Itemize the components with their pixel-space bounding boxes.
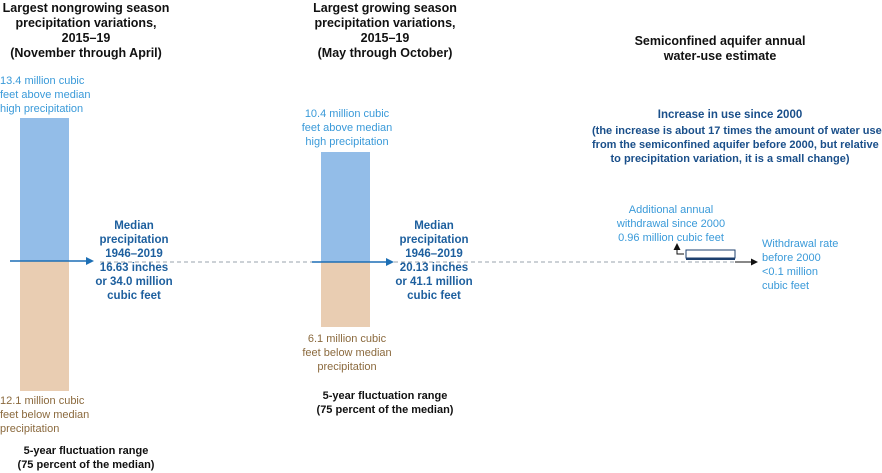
nongrowing-title-line: 2015–19 bbox=[61, 31, 111, 45]
before-2000-label-line: <0.1 million bbox=[762, 266, 818, 278]
growing-above-bar bbox=[321, 152, 370, 262]
increase-body-line: (the increase is about 17 times the amou… bbox=[592, 125, 882, 137]
nongrowing-range-label-line: 5-year fluctuation range bbox=[23, 445, 149, 457]
additional-leader-arrow bbox=[673, 243, 684, 255]
nongrowing-above-label: 13.4 million cubic feet above median high … bbox=[0, 74, 120, 116]
nongrowing-title-line: precipitation variations, bbox=[15, 16, 157, 30]
growing-median-label: Median precipitation 1946–2019 20.13 inches… bbox=[388, 219, 480, 303]
nongrowing-below-label-line: 12.1 million cubic bbox=[0, 395, 85, 407]
growing-below-label-line: feet below median bbox=[302, 347, 392, 359]
nongrowing-below-label: 12.1 million cubic feet below median preci… bbox=[0, 394, 110, 436]
additional-withdrawal-label-line: 0.96 million cubic feet bbox=[618, 232, 724, 244]
growing-range-label-line: 5-year fluctuation range bbox=[322, 390, 448, 402]
nongrowing-median-label-line: 1946–2019 bbox=[105, 248, 163, 260]
nongrowing-median-label-line: Median bbox=[114, 220, 154, 232]
growing-range-label-line: (75 percent of the median) bbox=[316, 404, 454, 416]
growing-median-label-line: or 41.1 million bbox=[395, 276, 473, 288]
nongrowing-above-label-line: high precipitation bbox=[0, 103, 84, 115]
before-2000-label-line: Withdrawal rate bbox=[762, 238, 839, 250]
before-2000-box bbox=[686, 258, 735, 260]
nongrowing-title-line: Largest nongrowing season bbox=[2, 1, 170, 15]
growing-median-label-line: cubic feet bbox=[407, 290, 461, 302]
growing-title-line: 2015–19 bbox=[360, 31, 410, 45]
nongrowing-above-label-line: 13.4 million cubic bbox=[0, 75, 85, 87]
additional-withdrawal-label-line: withdrawal since 2000 bbox=[616, 218, 726, 230]
nongrowing-median-label-line: cubic feet bbox=[107, 290, 161, 302]
growing-range-label: 5-year fluctuation range (75 percent of t… bbox=[300, 389, 470, 417]
aquifer-title-line: water-use estimate bbox=[663, 49, 777, 63]
growing-median-label-line: Median bbox=[414, 220, 454, 232]
nongrowing-median-label-line: 16.63 inches bbox=[99, 262, 169, 274]
growing-below-label-line: 6.1 million cubic bbox=[307, 333, 387, 345]
increase-body-line: to precipitation variation, it is a smal… bbox=[610, 153, 850, 165]
nongrowing-above-label-line: feet above median bbox=[0, 89, 91, 101]
growing-above-label-line: high precipitation bbox=[305, 136, 389, 148]
nongrowing-median-label: Median precipitation 1946–2019 16.63 inches… bbox=[88, 219, 180, 303]
before-2000-label-line: before 2000 bbox=[762, 252, 821, 264]
growing-below-label: 6.1 million cubic feet below median precip… bbox=[292, 332, 402, 374]
growing-median-label-line: precipitation bbox=[399, 234, 469, 246]
additional-withdrawal-box bbox=[685, 249, 736, 259]
growing-above-label-line: feet above median bbox=[301, 122, 393, 134]
nongrowing-below-label-line: precipitation bbox=[0, 423, 60, 435]
increase-title: Increase in use since 2000 bbox=[657, 109, 803, 121]
nongrowing-below-label-line: feet below median bbox=[0, 409, 90, 421]
nongrowing-title-line: (November through April) bbox=[10, 46, 162, 60]
growing-median-label-line: 20.13 inches bbox=[399, 262, 469, 274]
growing-below-bar bbox=[321, 262, 370, 327]
increase-body-line: from the semiconfined aquifer before 200… bbox=[592, 139, 879, 151]
nongrowing-median-label-line: or 34.0 million bbox=[95, 276, 173, 288]
growing-title-line: Largest growing season bbox=[313, 1, 457, 15]
growing-above-label: 10.4 million cubic feet above median high … bbox=[292, 107, 402, 149]
growing-title-line: (May through October) bbox=[317, 46, 453, 60]
nongrowing-range-label-line: (75 percent of the median) bbox=[17, 459, 155, 471]
nongrowing-range-label: 5-year fluctuation range (75 percent of t… bbox=[0, 444, 172, 472]
before-2000-label-line: cubic feet bbox=[762, 280, 810, 292]
nongrowing-above-bar bbox=[20, 118, 69, 261]
growing-median-label-line: 1946–2019 bbox=[405, 248, 463, 260]
nongrowing-median-label-line: precipitation bbox=[99, 234, 169, 246]
growing-below-label-line: precipitation bbox=[317, 361, 377, 373]
additional-withdrawal-label-line: Additional annual bbox=[628, 204, 714, 216]
before-2000-label: Withdrawal rate before 2000 <0.1 million cu… bbox=[762, 237, 852, 293]
increase-body: (the increase is about 17 times the amou… bbox=[592, 124, 882, 166]
growing-above-label-line: 10.4 million cubic bbox=[304, 108, 390, 120]
aquifer-title-line: Semiconfined aquifer annual bbox=[634, 34, 806, 48]
nongrowing-below-bar bbox=[20, 261, 69, 391]
additional-withdrawal-label: Additional annual withdrawal since 2000 0.… bbox=[606, 203, 736, 245]
growing-title-line: precipitation variations, bbox=[314, 16, 456, 30]
